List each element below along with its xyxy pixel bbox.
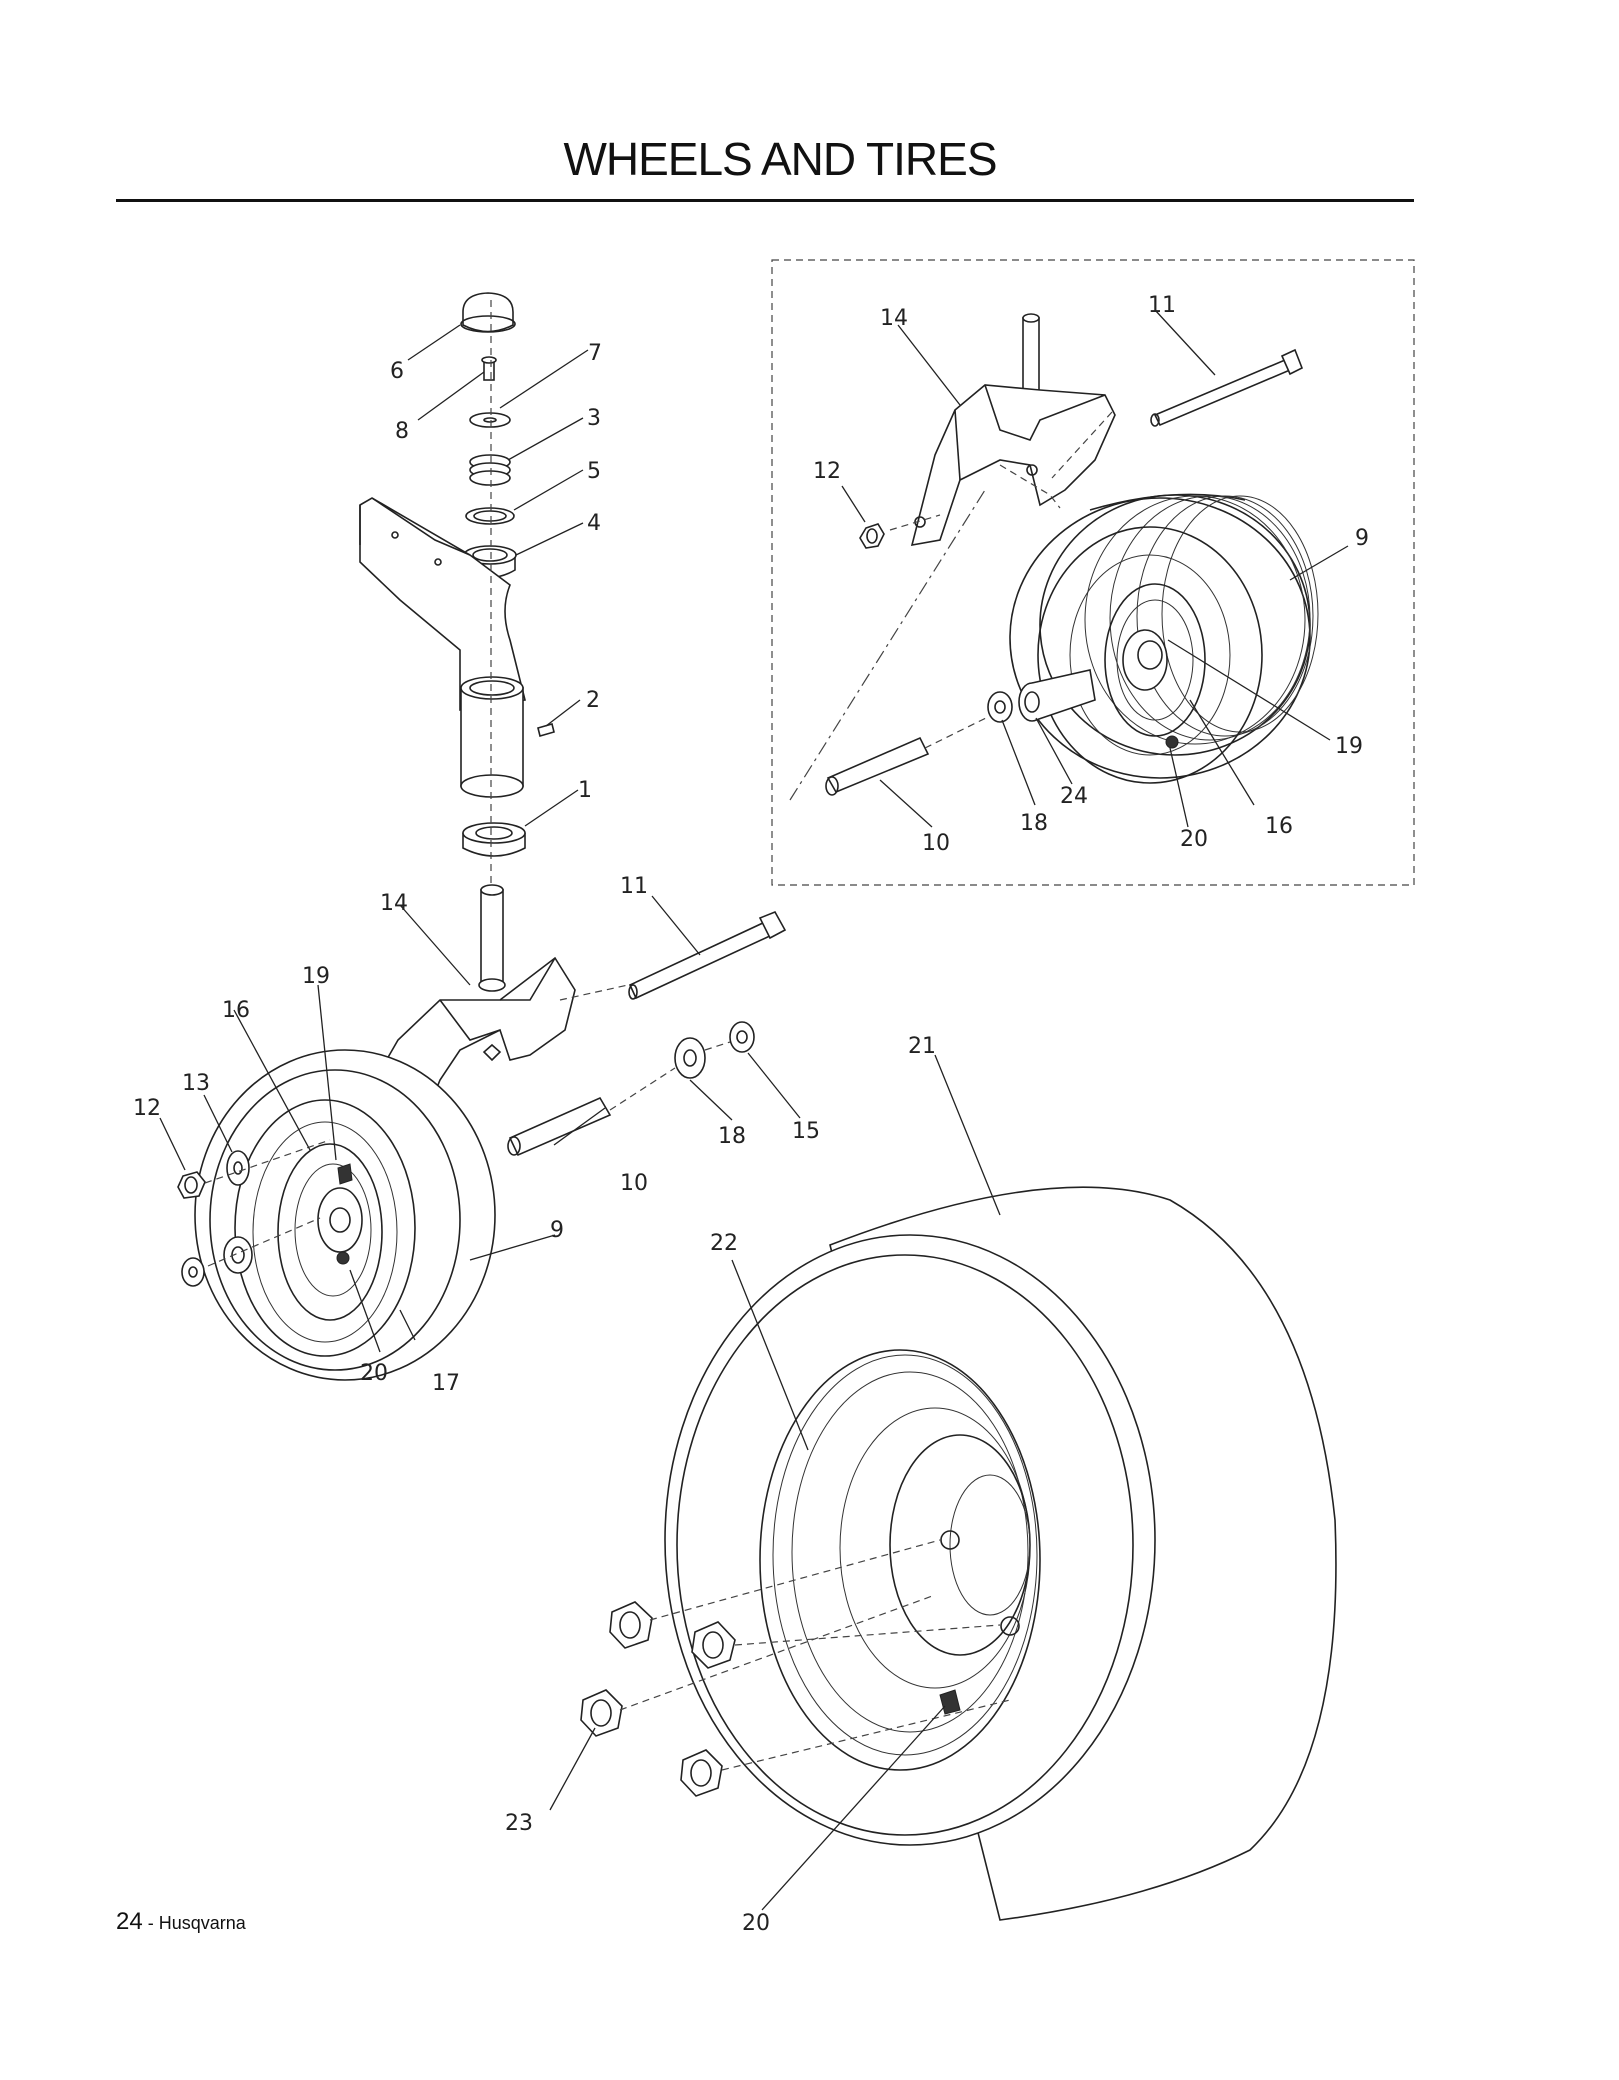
callout-14: 14 — [380, 891, 408, 916]
callout-12: 12 — [133, 1096, 161, 1121]
title-rule — [116, 199, 1414, 202]
inset-wheel — [1009, 493, 1319, 784]
callout-7: 7 — [588, 341, 602, 366]
spacer-18 — [674, 1037, 706, 1079]
inset-callout-16: 16 — [1265, 814, 1293, 839]
callout-18: 18 — [718, 1124, 746, 1149]
callout-3: 3 — [587, 406, 601, 431]
inset-callout-14: 14 — [880, 306, 908, 331]
lug-nuts — [580, 1601, 736, 1797]
inset-nut — [859, 523, 885, 549]
callout-17: 17 — [432, 1371, 460, 1396]
washer-left-b — [223, 1236, 253, 1274]
page-footer: 24 - Husqvarna — [116, 1908, 246, 1936]
page-title: WHEELS AND TIRES — [563, 133, 997, 185]
inset-callout-19: 19 — [1335, 734, 1363, 759]
callout-2: 2 — [586, 688, 600, 713]
footer-brand: Husqvarna — [158, 1913, 246, 1933]
inset-callout-12: 12 — [813, 459, 841, 484]
callout-21: 21 — [908, 1034, 936, 1059]
callouts-left-assembly: 6 7 8 3 5 4 2 1 14 11 19 16 13 12 18 15 … — [133, 341, 820, 1396]
leader-lines — [159, 309, 1349, 1911]
axle-spacer — [507, 1096, 612, 1157]
callouts-inset: 14 11 12 9 19 24 16 18 10 20 — [813, 293, 1369, 856]
axle-bolt — [628, 910, 787, 1000]
callout-16: 16 — [222, 998, 250, 1023]
inset-bearing — [1018, 669, 1096, 722]
inset-callout-18: 18 — [1020, 811, 1048, 836]
callout-22: 22 — [710, 1231, 738, 1256]
callout-4: 4 — [587, 511, 601, 536]
callout-10: 10 — [620, 1171, 648, 1196]
inset-callout-10: 10 — [922, 831, 950, 856]
inset-callout-11: 11 — [1148, 293, 1176, 318]
inset-spacer — [825, 736, 930, 796]
washer-left-a — [181, 1257, 205, 1287]
page-number: 24 — [116, 1908, 143, 1935]
seal-3 — [469, 454, 511, 486]
caster-sleeve — [460, 676, 524, 798]
callout-1: 1 — [578, 778, 592, 803]
callout-20: 20 — [360, 1361, 388, 1386]
nut-12 — [177, 1171, 206, 1199]
callout-23: 23 — [505, 1811, 533, 1836]
washer-7 — [469, 412, 511, 428]
grease-fitting-top — [481, 356, 497, 381]
callout-8: 8 — [395, 419, 409, 444]
caster-wheel — [194, 1049, 496, 1381]
inset-bolt — [1150, 348, 1304, 427]
callout-5: 5 — [587, 459, 601, 484]
inset-washer — [987, 691, 1013, 723]
callout-11: 11 — [620, 874, 648, 899]
dust-cap — [460, 292, 516, 333]
callout-20-rear: 20 — [742, 1911, 770, 1936]
callout-13: 13 — [182, 1071, 210, 1096]
inset-frame — [771, 259, 1415, 886]
bearing-1 — [462, 822, 526, 857]
washer-13 — [226, 1150, 250, 1186]
washer-15 — [729, 1021, 755, 1053]
rear-wheel — [664, 1186, 1337, 1921]
inset-callout-24: 24 — [1060, 784, 1088, 809]
callout-15: 15 — [792, 1119, 820, 1144]
callout-19: 19 — [302, 964, 330, 989]
callout-6: 6 — [390, 359, 404, 384]
inset-callout-20: 20 — [1180, 827, 1208, 852]
callouts-rear-wheel: 21 22 23 20 — [505, 1034, 936, 1936]
inset-fork — [910, 313, 1116, 547]
callout-9: 9 — [550, 1218, 564, 1243]
footer-separator: - — [142, 1913, 159, 1933]
inset-callout-9: 9 — [1355, 526, 1369, 551]
